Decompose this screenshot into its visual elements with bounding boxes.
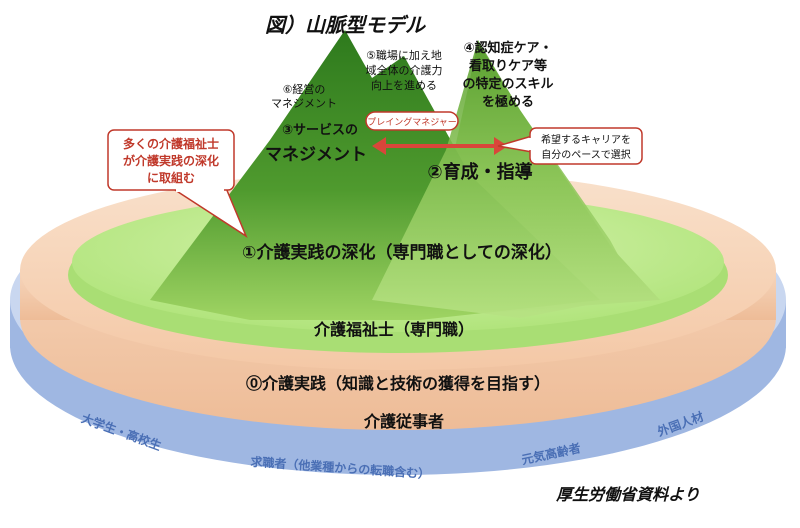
peak-3-label: ③サービスの マネジメント [265, 122, 367, 165]
peak-5-label: ⑤職場に加え地 域全体の介護力 向上を進める [366, 49, 443, 92]
peak-2-label: ②育成・指導 [427, 161, 532, 183]
level-0-label: ⓪介護実践（知識と技術の獲得を目指す） [246, 374, 550, 393]
peak-5-line3: 向上を進める [371, 78, 437, 92]
peak-6-line1: ⑥経営の [283, 82, 326, 96]
peak-4-label: ④認知症ケア・ 看取りケア等 の特定のスキル を極める [462, 40, 553, 110]
peak-4-line2: 看取りケア等 [469, 58, 547, 74]
peak-3-line2: マネジメント [265, 145, 367, 165]
callout-line3: に取組む [147, 170, 195, 185]
figure-title: 図）山脈型モデル [265, 13, 426, 37]
callout-line1: 多くの介護福祉士 [123, 136, 219, 151]
peak-5-line1: ⑤職場に加え地 [366, 49, 442, 62]
career-choice-callout: 希望するキャリアを 自分のペースで選択 [497, 127, 643, 165]
career-line2: 自分のペースで選択 [541, 148, 631, 161]
source-credit: 厚生労働省資料より [555, 485, 700, 504]
level-1-label: ①介護実践の深化（専門職としての深化） [242, 242, 562, 263]
practice-callout: 多くの介護福祉士 が介護実践の深化 に取組む [107, 129, 248, 238]
peak-3-line1: ③サービスの [282, 122, 358, 138]
playing-manager-tag: プレイングマネジャー [365, 111, 459, 131]
peak-6-line2: マネジメント [271, 97, 337, 110]
mountain-front-right [372, 40, 640, 318]
certified-care-worker-label: 介護福祉士（専門職） [313, 320, 474, 339]
peak-6-label: ⑥経営の マネジメント [271, 82, 337, 110]
peak-5-line2: 域全体の介護力 [366, 63, 443, 77]
mountain-range [150, 30, 660, 320]
peak-4-line3: の特定のスキル [462, 76, 553, 92]
playing-manager-text: プレイングマネジャー [367, 116, 457, 128]
care-worker-label: 介護従事者 [363, 412, 444, 431]
career-line1: 希望するキャリアを [541, 133, 631, 146]
peak-4-line1: ④認知症ケア・ [463, 40, 552, 56]
callout-line2: が介護実践の深化 [123, 153, 219, 168]
peak-4-line4: を極める [482, 94, 534, 110]
